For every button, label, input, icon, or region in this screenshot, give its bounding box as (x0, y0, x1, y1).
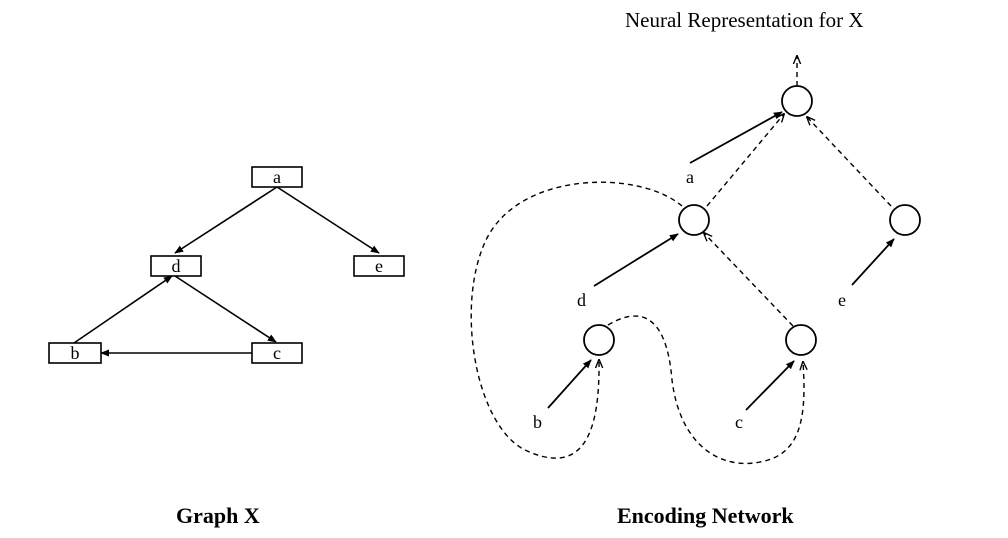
graph-node-label: e (375, 256, 383, 276)
dashed-link-e-to-a (807, 117, 892, 207)
edge-b-d (73, 275, 173, 344)
edge-a-e (276, 186, 380, 254)
edge-a-d (174, 186, 278, 254)
graph-node-b: b (48, 342, 102, 364)
input-arrow-b (547, 359, 592, 409)
dashed-link-c-to-d (704, 233, 794, 327)
graph-node-d: d (150, 255, 202, 277)
dashed-loop-d-to-b (470, 181, 683, 459)
graph-node-c: c (251, 342, 303, 364)
neuron-b (583, 324, 615, 356)
dashed-link-d-to-a (706, 114, 784, 207)
network-input-label-d: d (577, 290, 586, 310)
neuron-e (889, 204, 921, 236)
graph-node-a: a (251, 166, 303, 188)
edge-d-c (174, 275, 277, 343)
network-input-label-c: c (735, 412, 743, 432)
neuron-a (781, 85, 813, 117)
graph-node-e: e (353, 255, 405, 277)
output-label: Neural Representation for X (625, 8, 864, 32)
input-arrow-c (745, 360, 795, 411)
dashed-loop-b-to-c (607, 315, 804, 465)
graph-node-label: b (71, 343, 80, 363)
encoding-network: a d e b c (470, 56, 921, 465)
input-arrow-e (851, 238, 895, 286)
graph-x: a d e b c (48, 166, 405, 364)
graph-node-label: d (172, 256, 181, 276)
input-arrow-a (689, 111, 783, 164)
graph-node-label: a (273, 167, 281, 187)
neuron-d (678, 204, 710, 236)
network-input-label-e: e (838, 290, 846, 310)
network-caption: Encoding Network (617, 503, 794, 528)
graph-caption: Graph X (176, 503, 260, 528)
network-input-label-a: a (686, 167, 694, 187)
input-arrow-d (593, 233, 679, 287)
neuron-c (785, 324, 817, 356)
graph-node-label: c (273, 343, 281, 363)
network-input-label-b: b (533, 412, 542, 432)
